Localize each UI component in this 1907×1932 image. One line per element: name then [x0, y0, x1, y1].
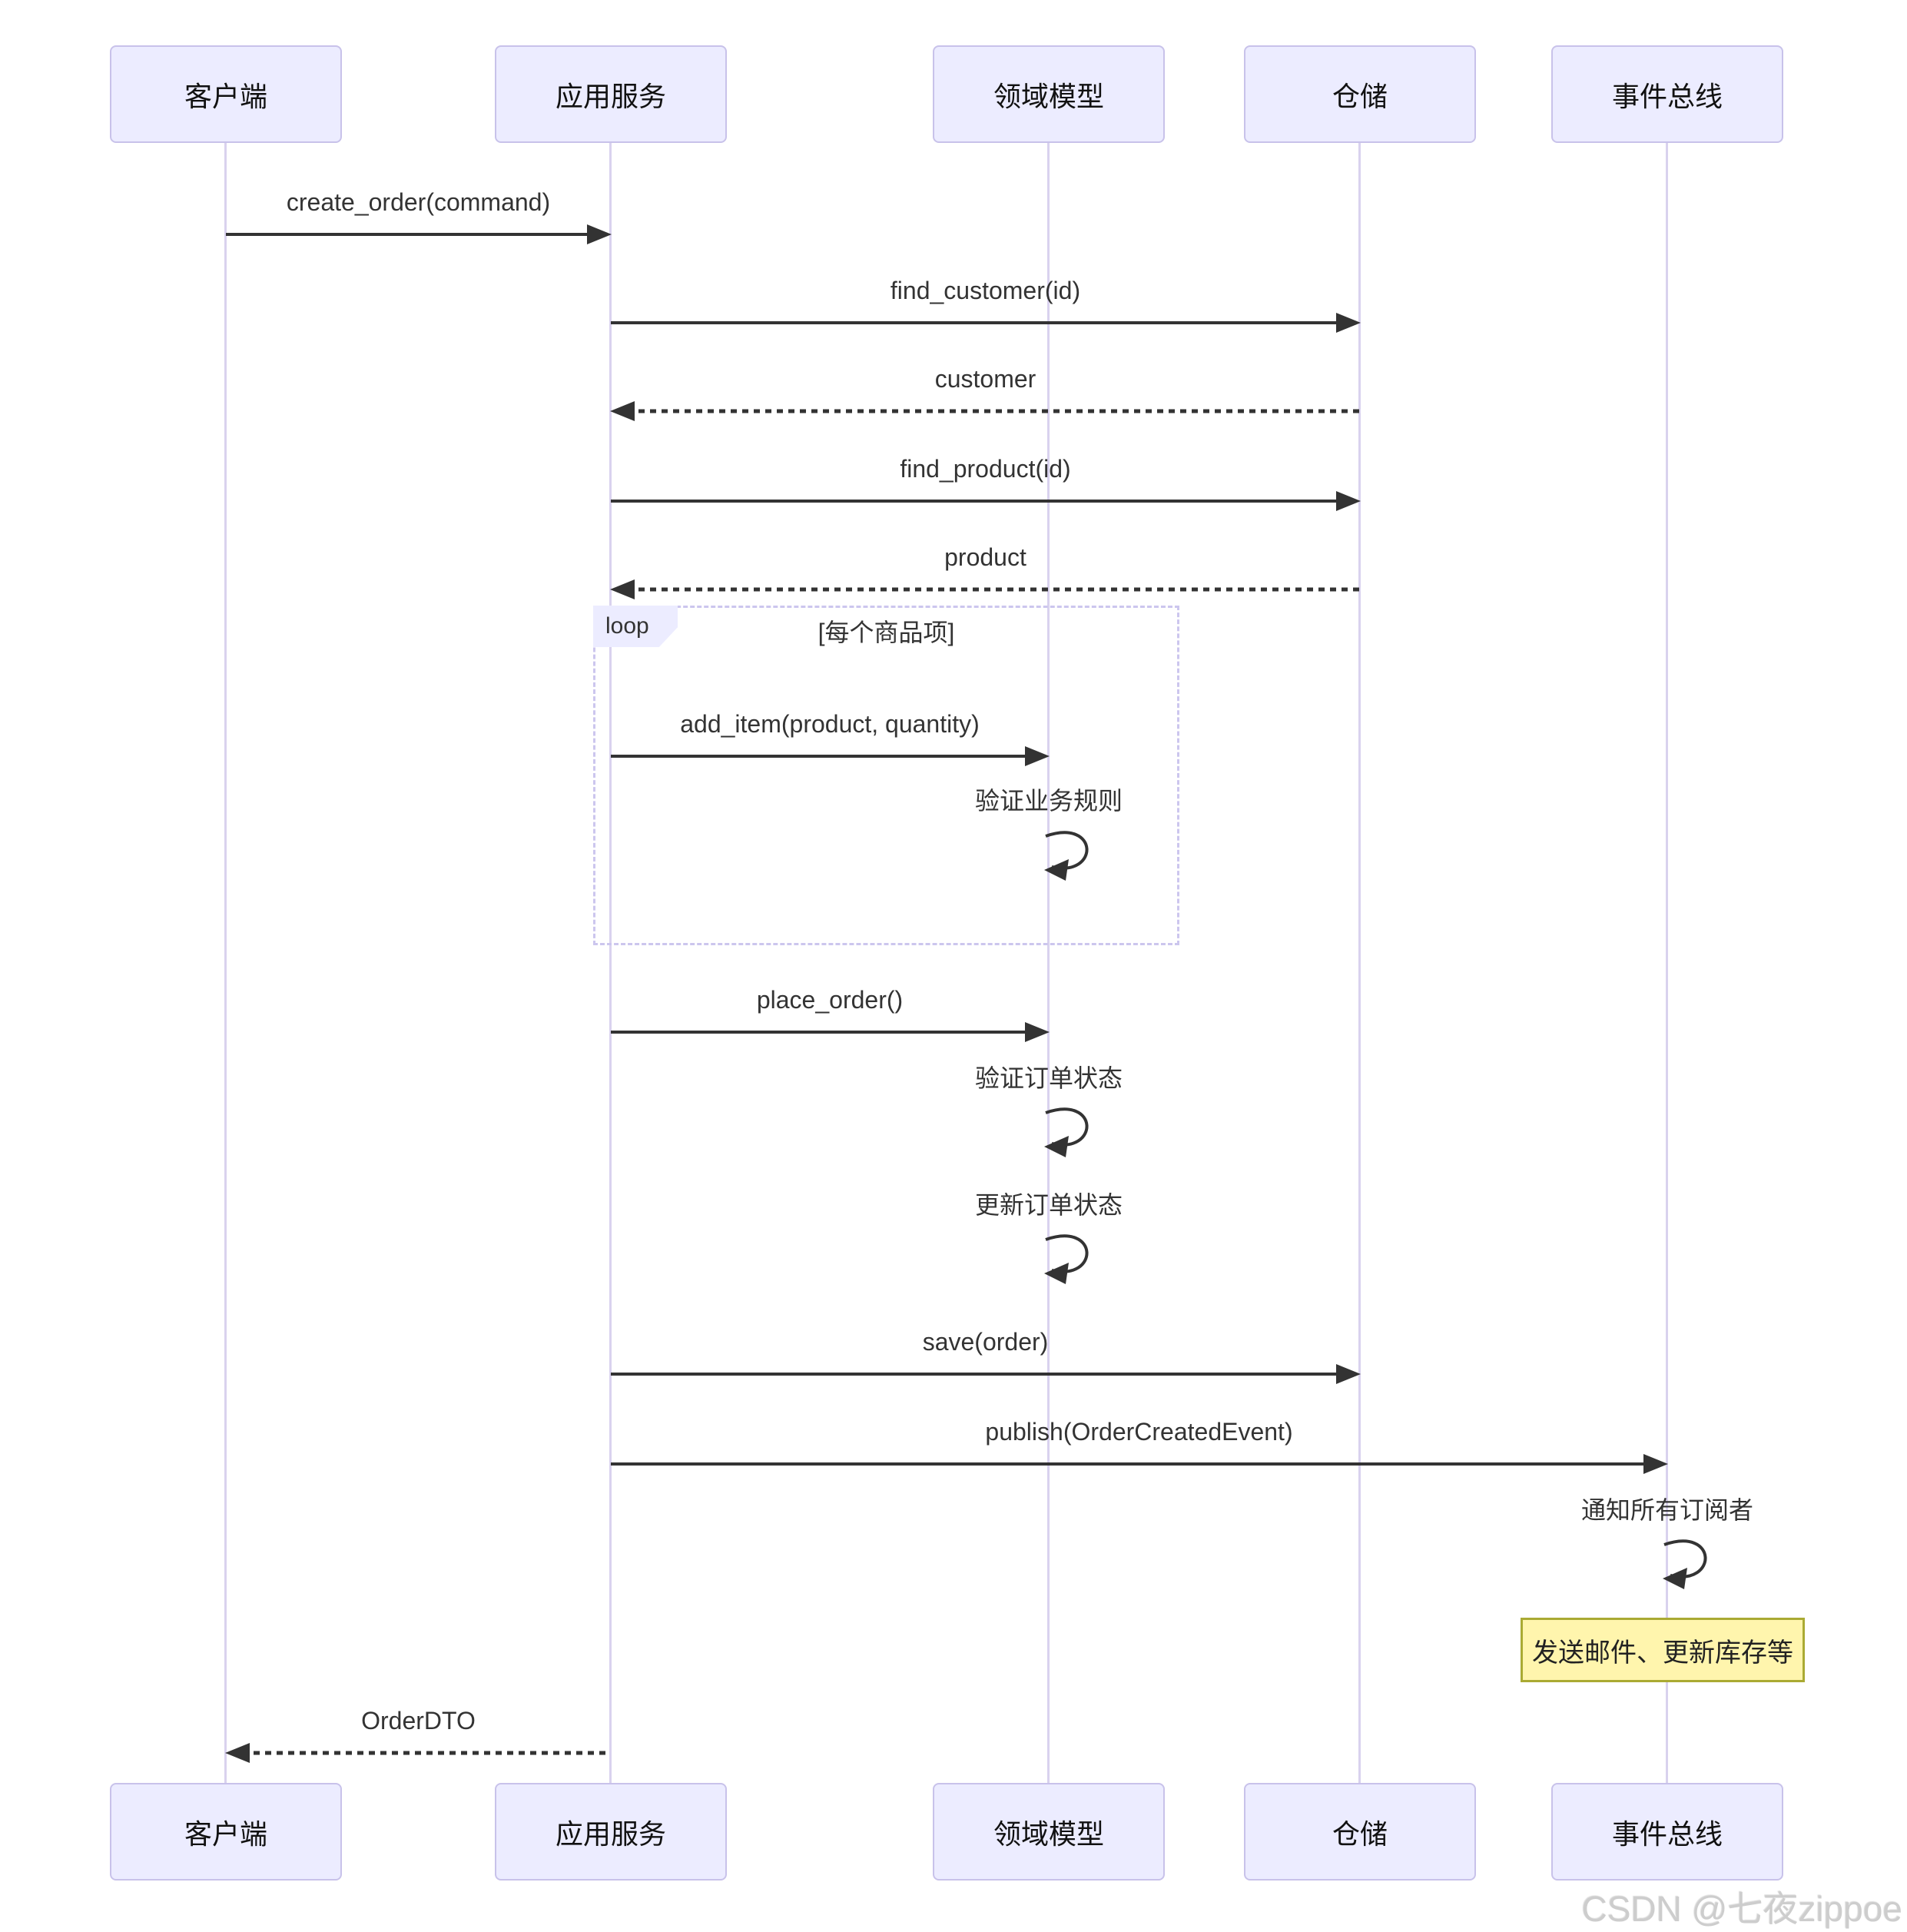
- message-label: OrderDTO: [361, 1707, 476, 1734]
- lifeline-event-bus: [1666, 143, 1668, 1783]
- message-arrow: [611, 1021, 1049, 1043]
- self-message-label: 通知所有订阅者: [1580, 1496, 1753, 1524]
- actor-bottom-domain-model: 领域模型: [933, 1783, 1165, 1881]
- self-message-loop-arrow: [1044, 1234, 1089, 1284]
- actor-top-app-service: 应用服务: [495, 45, 727, 143]
- self-message-loop-arrow: [1044, 1107, 1089, 1157]
- actor-label: 事件总线: [1611, 1817, 1723, 1850]
- message-label: publish(OrderCreatedEvent): [985, 1418, 1293, 1446]
- actor-label: 事件总线: [1611, 80, 1723, 112]
- self-message-label: 更新订单状态: [974, 1191, 1123, 1219]
- actor-label: 应用服务: [555, 1817, 666, 1850]
- message-label: find_customer(id): [890, 277, 1081, 304]
- actor-label: 领域模型: [993, 80, 1104, 112]
- message-label: add_item(product, quantity): [680, 710, 980, 738]
- actor-label: 仓储: [1332, 80, 1388, 112]
- actor-top-domain-model: 领域模型: [933, 45, 1165, 143]
- actor-label: 客户端: [184, 80, 267, 112]
- message-return-arrow: [611, 579, 1360, 600]
- message-arrow: [611, 312, 1360, 334]
- watermark: CSDN @七夜zippoe: [1581, 1889, 1902, 1929]
- self-message-label: 验证业务规则: [974, 787, 1123, 815]
- loop-frame: [593, 606, 1179, 945]
- actor-bottom-event-bus: 事件总线: [1551, 1783, 1783, 1881]
- loop-keyword-tab: loop: [593, 606, 678, 647]
- self-message-loop-arrow: [1044, 831, 1089, 881]
- loop-condition: [每个商品项]: [818, 619, 955, 646]
- message-label: customer: [934, 365, 1036, 393]
- message-arrow: [611, 1453, 1667, 1475]
- actor-bottom-repository: 仓储: [1244, 1783, 1476, 1881]
- message-label: find_product(id): [900, 455, 1071, 483]
- message-arrow: [611, 745, 1049, 767]
- actor-label: 领域模型: [993, 1817, 1104, 1850]
- self-message-loop-arrow: [1663, 1539, 1707, 1589]
- self-message-label: 验证订单状态: [974, 1064, 1123, 1092]
- actor-bottom-client: 客户端: [110, 1783, 342, 1881]
- message-return-arrow: [226, 1742, 611, 1764]
- lifeline-app-service: [609, 143, 612, 1783]
- note-text: 发送邮件、更新库存等: [1532, 1638, 1793, 1668]
- message-label: product: [944, 543, 1026, 571]
- lifeline-repository: [1358, 143, 1361, 1783]
- actor-label: 仓储: [1332, 1817, 1388, 1850]
- message-arrow: [226, 224, 611, 245]
- message-arrow: [611, 490, 1360, 512]
- actor-top-client: 客户端: [110, 45, 342, 143]
- actor-top-repository: 仓储: [1244, 45, 1476, 143]
- message-return-arrow: [611, 400, 1360, 422]
- lifeline-domain-model: [1047, 143, 1050, 1783]
- actor-label: 客户端: [184, 1817, 267, 1850]
- message-label: save(order): [922, 1328, 1049, 1356]
- lifeline-client: [224, 143, 227, 1783]
- actor-top-event-bus: 事件总线: [1551, 45, 1783, 143]
- actor-label: 应用服务: [555, 80, 666, 112]
- message-arrow: [611, 1363, 1360, 1385]
- message-label: place_order(): [756, 986, 904, 1014]
- note: 发送邮件、更新库存等: [1521, 1618, 1805, 1682]
- actor-bottom-app-service: 应用服务: [495, 1783, 727, 1881]
- message-label: create_order(command): [286, 188, 551, 216]
- loop-keyword: loop: [605, 613, 649, 639]
